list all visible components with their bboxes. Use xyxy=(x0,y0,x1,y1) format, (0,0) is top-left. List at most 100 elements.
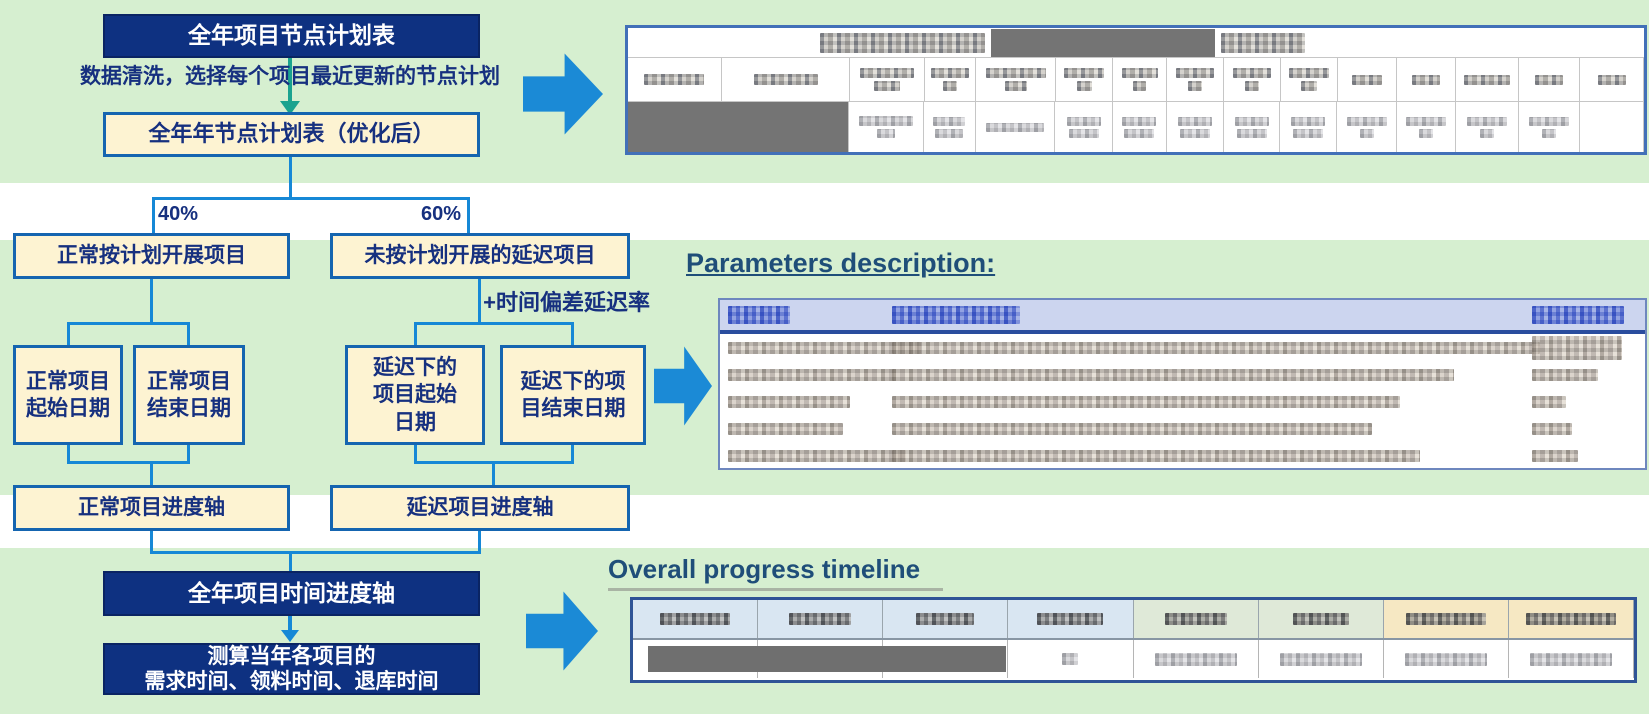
header-redacted-text xyxy=(1244,81,1259,91)
table-data-row xyxy=(628,102,1644,152)
parameters-section-title: Parameters description: xyxy=(686,248,996,278)
table-data-cell xyxy=(1224,102,1281,152)
data-redacted-text xyxy=(1066,116,1101,126)
connector xyxy=(467,197,470,235)
flow-box-normal-start-date: 正常项目 起始日期 xyxy=(13,345,123,445)
timeline-cell-redacted xyxy=(1062,653,1079,665)
block-arrow-right-icon xyxy=(523,53,603,135)
label-line: 正常项目 xyxy=(147,369,231,393)
timeline-header-redacted xyxy=(916,613,975,625)
timeline-header-redacted xyxy=(1164,613,1227,625)
timeline-header-cell xyxy=(633,600,759,638)
blue-arrow-down-icon xyxy=(281,630,299,642)
params-table-row xyxy=(720,415,1645,442)
table-data-cell xyxy=(924,102,976,152)
flow-box-delayed-axis-label: 延迟项目进度轴 xyxy=(406,496,554,520)
data-redacted-text xyxy=(1234,116,1269,126)
connector xyxy=(67,322,190,325)
label-line: 项目起始 xyxy=(373,383,457,407)
timeline-header-redacted xyxy=(1292,613,1349,625)
timeline-date-redacted xyxy=(1279,652,1362,666)
connector xyxy=(152,197,155,235)
table-data-cell xyxy=(1397,102,1456,152)
label-line: 起始日期 xyxy=(26,397,110,420)
parameters-table-header xyxy=(720,300,1645,334)
flow-box-delayed-end-date-label: 延迟下的项 目结束日期 xyxy=(521,368,626,423)
header-redacted-text xyxy=(1176,68,1215,78)
data-redacted-text xyxy=(933,116,966,126)
connector xyxy=(478,279,481,323)
timeline-data-cell xyxy=(1133,640,1259,678)
params-table-row xyxy=(720,442,1645,469)
header-redacted-text xyxy=(942,81,957,91)
label-line: 结束日期 xyxy=(147,397,231,420)
table-header-cell xyxy=(1224,58,1281,101)
header-redacted-text xyxy=(1535,74,1564,85)
data-redacted-text xyxy=(1528,116,1569,126)
header-redacted-text xyxy=(644,74,705,85)
connector xyxy=(150,461,153,485)
table-data-cell xyxy=(1337,102,1398,152)
table-title-row xyxy=(628,28,1644,58)
flow-box-delayed-projects: 未按计划开展的延迟项目 xyxy=(330,233,630,279)
flow-box-normal-axis-label: 正常项目进度轴 xyxy=(78,496,225,520)
table-header-row xyxy=(628,58,1645,102)
table-data-cell xyxy=(1113,102,1167,152)
flow-box-delayed-end-date: 延迟下的项 目结束日期 xyxy=(500,345,646,445)
flow-box-delayed-start-date-label: 延迟下的 项目起始 日期 xyxy=(373,354,457,436)
timeline-header-redacted xyxy=(789,613,852,625)
header-redacted-text xyxy=(1300,81,1317,91)
connector xyxy=(152,197,470,200)
connector xyxy=(289,156,292,199)
flow-box-normal-projects-label: 正常按计划开展项目 xyxy=(57,244,246,268)
data-redacted-text xyxy=(1418,128,1433,138)
table-header-cell xyxy=(925,58,977,101)
table-header-cell xyxy=(1167,58,1225,101)
table-merged-redaction-cell xyxy=(628,102,850,152)
timeline-header-cell xyxy=(883,600,1009,638)
connector xyxy=(571,445,574,464)
param-description-redacted xyxy=(892,422,1372,435)
timeline-table-header xyxy=(633,600,1634,640)
header-redacted-text xyxy=(753,74,818,85)
header-redacted-text xyxy=(1133,81,1147,91)
data-redacted-text xyxy=(1291,116,1326,126)
flow-box-normal-end-date-label: 正常项目 结束日期 xyxy=(147,368,231,423)
header-redacted-text xyxy=(859,68,914,78)
timeline-header-cell xyxy=(1508,600,1634,638)
data-redacted-text xyxy=(1346,116,1387,126)
connector xyxy=(150,551,481,554)
flow-box-normal-axis: 正常项目进度轴 xyxy=(13,485,290,531)
timeline-header-redacted xyxy=(1037,613,1104,625)
table-data-cell xyxy=(849,102,924,152)
params-header-redacted-label xyxy=(728,306,790,324)
connector xyxy=(289,551,292,573)
param-description-redacted xyxy=(892,449,1420,462)
annual-plan-table-screenshot xyxy=(625,25,1647,155)
timeline-date-redacted xyxy=(1154,652,1237,666)
param-description-redacted xyxy=(892,395,1400,408)
table-header-cell xyxy=(976,58,1056,101)
data-redacted-text xyxy=(1179,128,1210,138)
timeline-data-cell xyxy=(1008,640,1134,678)
header-redacted-text xyxy=(985,68,1046,78)
params-header-redacted-label xyxy=(1532,306,1624,324)
connector xyxy=(414,445,417,464)
block-arrow-right-icon xyxy=(526,591,598,671)
table-data-cell xyxy=(1580,102,1644,152)
header-redacted-text xyxy=(1188,81,1203,91)
table-header-cell xyxy=(1056,58,1114,101)
header-redacted-text xyxy=(1463,74,1510,85)
header-redacted-text xyxy=(1121,68,1158,78)
data-redacted-text xyxy=(1177,116,1212,126)
param-name-redacted xyxy=(728,395,850,408)
timeline-redaction-block xyxy=(648,646,1006,672)
timeline-header-cell xyxy=(1383,600,1509,638)
header-redacted-text xyxy=(873,81,900,91)
label-line: 日期 xyxy=(394,410,436,434)
connector xyxy=(67,322,70,347)
connector xyxy=(571,322,574,347)
param-name-redacted xyxy=(728,368,896,381)
param-description-redacted xyxy=(892,341,1540,354)
delay-rate-label: +时间偏差延迟率 xyxy=(483,290,650,315)
